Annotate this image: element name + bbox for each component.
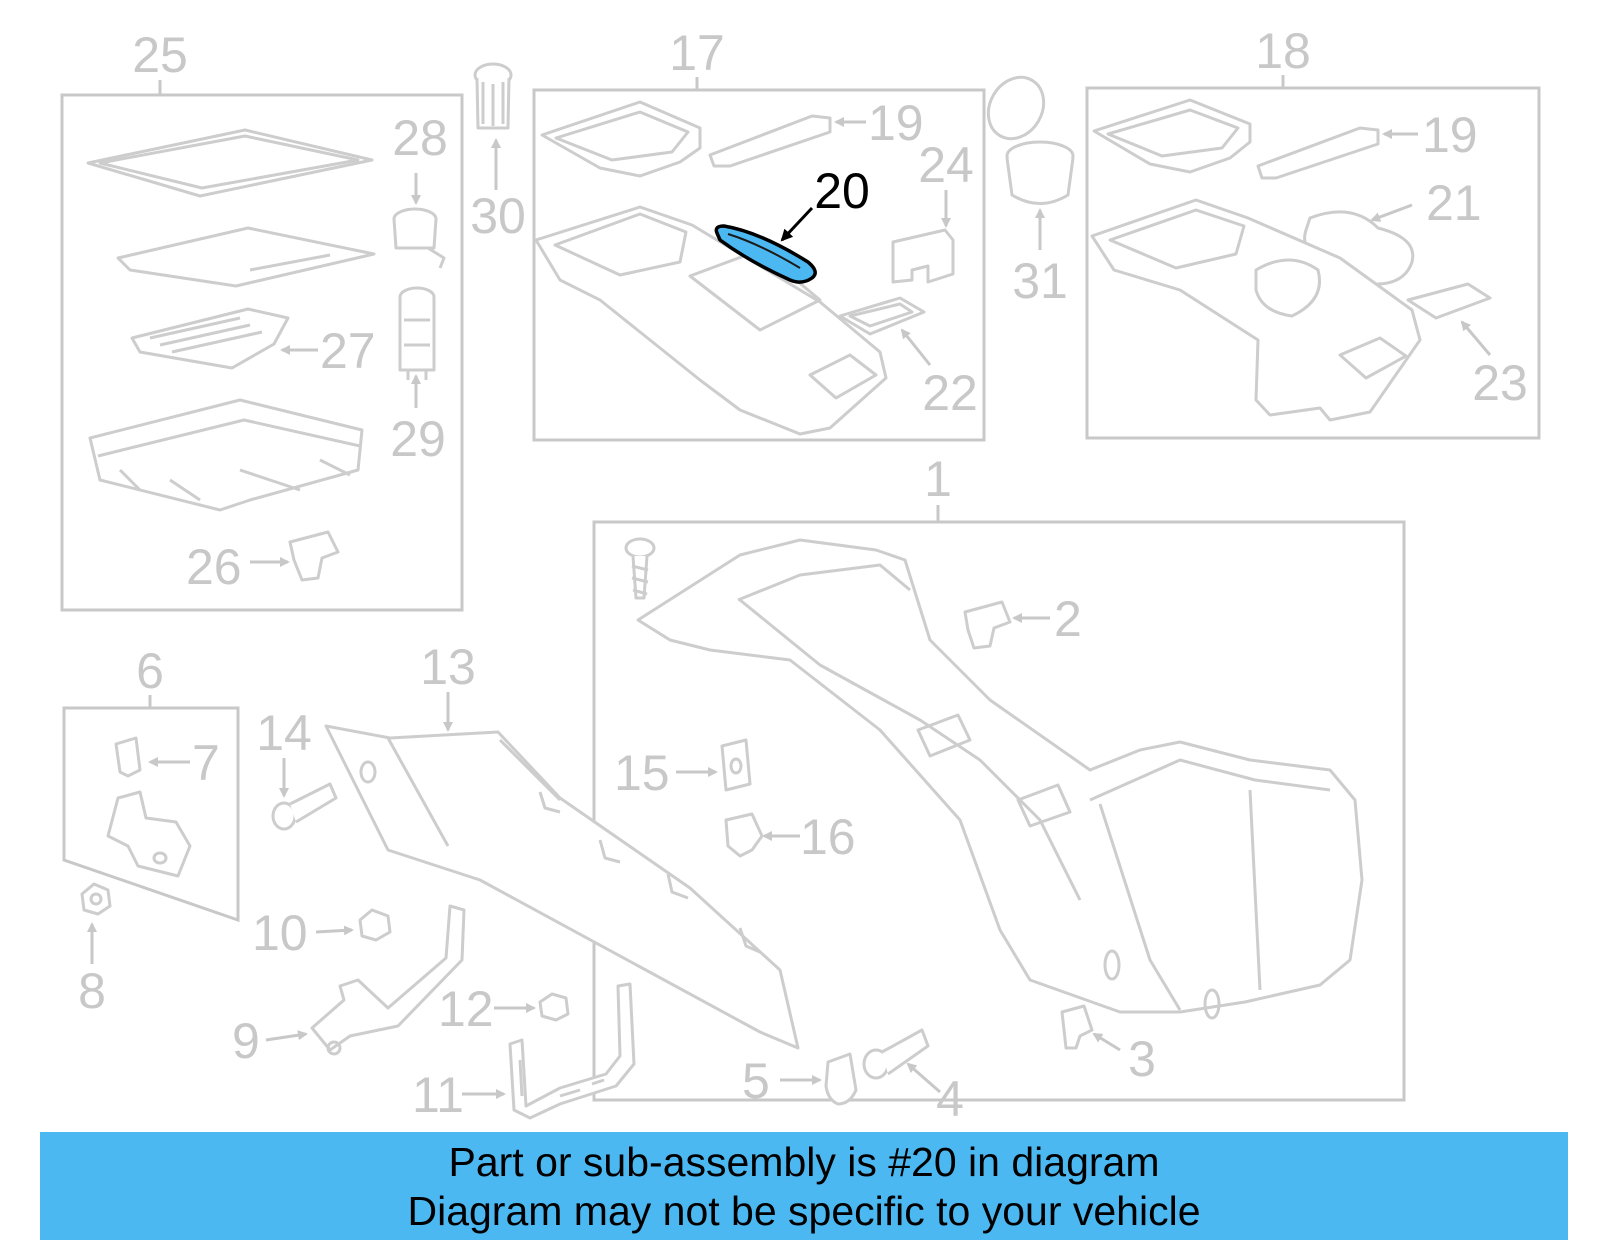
label-5: 5 — [742, 1053, 770, 1109]
group-box-1 — [592, 520, 1406, 1102]
bracket-9 — [310, 904, 466, 1056]
plug-30 — [473, 62, 513, 130]
outlet-29 — [398, 286, 436, 380]
clip-3 — [1060, 1004, 1094, 1050]
mat-23 — [1406, 282, 1492, 320]
label-7: 7 — [192, 735, 220, 791]
clip-15 — [720, 738, 752, 792]
leader-22 — [900, 328, 932, 366]
bolt-14 — [271, 782, 338, 831]
strip-19-right — [1256, 126, 1380, 180]
bracket-6 — [106, 790, 192, 878]
group-box-17 — [532, 88, 986, 442]
label-9: 9 — [232, 1013, 260, 1069]
label-30: 30 — [470, 188, 526, 244]
label-23: 23 — [1472, 355, 1528, 411]
bolt-4 — [862, 1028, 930, 1080]
bracket-24 — [891, 228, 955, 284]
label-3: 3 — [1128, 1031, 1156, 1087]
leader-4 — [906, 1062, 941, 1094]
group-box-18 — [1085, 86, 1541, 440]
label-31: 31 — [1012, 253, 1068, 309]
trim-bezel-18-upper — [1092, 98, 1252, 174]
nut-12 — [538, 992, 570, 1022]
clip-2 — [963, 600, 1012, 650]
bracket-11 — [508, 982, 636, 1120]
socket-28 — [392, 207, 446, 269]
label-14: 14 — [256, 705, 312, 761]
mat-22 — [838, 296, 926, 336]
label-19b: 19 — [1422, 107, 1478, 163]
trim-bezel-17-upper — [540, 100, 702, 178]
label-20[interactable]: 20 — [814, 163, 870, 219]
leader-23 — [1460, 320, 1492, 356]
nut-10 — [358, 908, 392, 942]
leader-21 — [1370, 203, 1413, 222]
label-19a: 19 — [868, 95, 924, 151]
group-box-6 — [62, 706, 240, 923]
label-22: 22 — [922, 365, 978, 421]
leader-9 — [265, 1030, 308, 1042]
label-12: 12 — [438, 981, 494, 1037]
screw-1-top — [624, 537, 656, 600]
console-lid-assembly — [86, 128, 376, 512]
label-6: 6 — [136, 643, 164, 699]
nut-8 — [80, 882, 112, 916]
label-13: 13 — [420, 639, 476, 695]
banner-line-part-number: Part or sub-assembly is #20 in diagram — [448, 1139, 1160, 1185]
label-29: 29 — [390, 411, 446, 467]
clip-26 — [288, 530, 340, 582]
label-4: 4 — [936, 1071, 964, 1127]
info-banner: Part or sub-assembly is #20 in diagram D… — [40, 1132, 1568, 1240]
banner-line-disclaimer: Diagram may not be specific to your vehi… — [407, 1188, 1201, 1234]
console-top-panel-17 — [534, 205, 888, 436]
side-trim-panel-13 — [324, 724, 800, 1050]
label-28: 28 — [392, 110, 448, 166]
label-18: 18 — [1255, 23, 1311, 79]
trim-piece-20[interactable] — [714, 224, 817, 284]
label-21: 21 — [1426, 175, 1482, 231]
console-top-panel-18 — [1090, 198, 1422, 422]
cap-5 — [824, 1052, 858, 1106]
label-10: 10 — [252, 905, 308, 961]
label-26: 26 — [186, 539, 242, 595]
main-console-body-1 — [636, 538, 1364, 1020]
label-25: 25 — [132, 27, 188, 83]
cup-holder-31 — [986, 75, 1075, 205]
label-8: 8 — [78, 963, 106, 1019]
label-17: 17 — [669, 25, 725, 81]
label-16: 16 — [800, 809, 856, 865]
strip-19-left — [708, 114, 832, 168]
label-1: 1 — [924, 451, 952, 507]
clip-7 — [114, 736, 142, 778]
label-11: 11 — [412, 1067, 464, 1123]
leader-10 — [315, 925, 354, 936]
clip-16 — [724, 812, 764, 858]
leader-3 — [1092, 1032, 1121, 1052]
group-box-25 — [60, 93, 464, 612]
label-2: 2 — [1054, 591, 1082, 647]
label-27: 27 — [320, 323, 376, 379]
leader-20 — [780, 206, 814, 242]
label-24: 24 — [918, 137, 974, 193]
label-15: 15 — [614, 745, 670, 801]
